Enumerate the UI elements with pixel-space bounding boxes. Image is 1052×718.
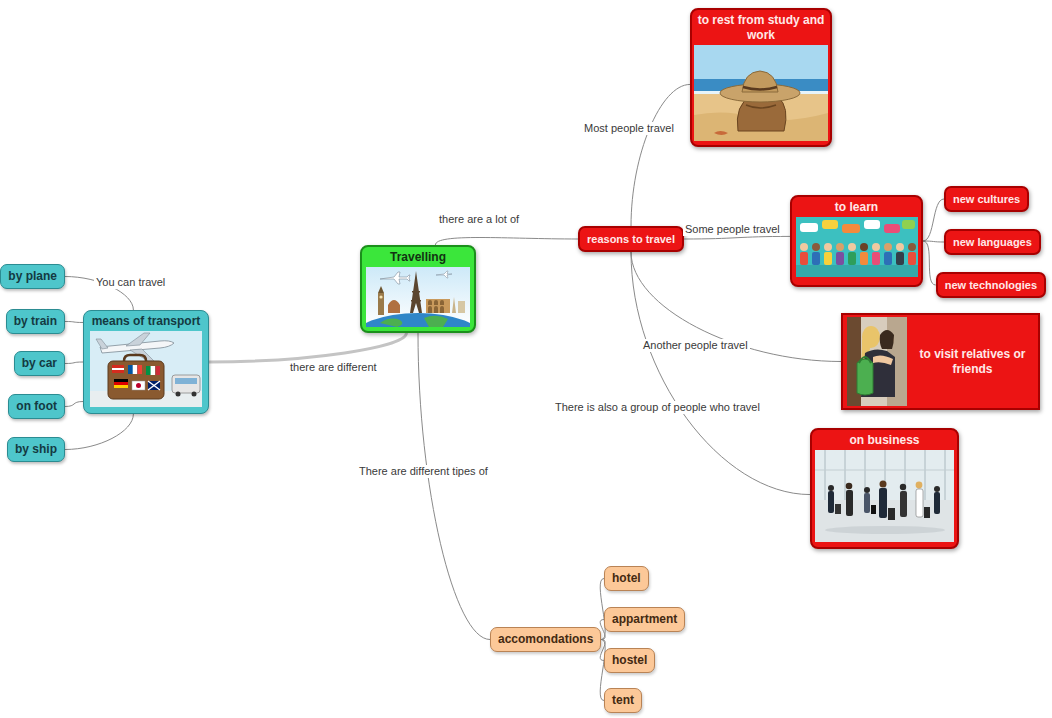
- node-text: to learn: [796, 200, 917, 215]
- node-text: new languages: [953, 235, 1032, 249]
- edge-label: there are a lot of: [437, 213, 521, 226]
- edge-label: Some people travel: [683, 223, 782, 236]
- leaf-pill: new technologies: [936, 272, 1046, 298]
- connector: [65, 321, 83, 323]
- central-topic: Travelling: [360, 245, 476, 333]
- node-text: on foot: [16, 399, 57, 414]
- node-text: appartment: [612, 612, 677, 627]
- reason-box: on business: [810, 428, 959, 549]
- node-text: on business: [816, 433, 953, 448]
- branch-box: means of transport: [83, 310, 209, 414]
- connector: [923, 199, 944, 241]
- node-text: means of transport: [88, 314, 204, 329]
- connector: [435, 238, 578, 246]
- edge-label: There is also a group of people who trav…: [553, 401, 762, 414]
- hug-illustration: [847, 317, 907, 406]
- branch-pill: accomondations: [490, 627, 601, 652]
- node-text: Travelling: [366, 250, 470, 265]
- edge-label: Another people travel: [641, 339, 750, 352]
- connector: [631, 252, 810, 495]
- beach-illustration: [694, 45, 828, 141]
- transport-illustration: [90, 331, 202, 407]
- node-text: by train: [14, 314, 57, 329]
- node-text: new cultures: [953, 192, 1020, 206]
- leaf-pill: tent: [604, 688, 642, 713]
- leaf-pill: new languages: [944, 229, 1041, 255]
- connector: [209, 333, 406, 362]
- node-text: by car: [22, 356, 57, 371]
- leaf-pill: hostel: [604, 648, 655, 673]
- connector: [684, 236, 790, 239]
- node-text: to rest from study and work: [696, 13, 826, 43]
- people-illustration: [796, 217, 918, 277]
- node-text: new technologies: [945, 278, 1037, 292]
- leaf-pill: hotel: [604, 566, 649, 591]
- connector: [65, 362, 83, 364]
- reason-box: to rest from study and work: [690, 8, 832, 147]
- node-text: tent: [612, 693, 634, 708]
- connector: [923, 241, 936, 285]
- airport-illustration: [815, 450, 954, 542]
- connector: [418, 333, 490, 640]
- connector: [65, 414, 133, 450]
- leaf-pill: new cultures: [944, 186, 1029, 212]
- edge-label: There are different tipes of: [357, 465, 490, 478]
- branch-pill: reasons to travel: [578, 226, 684, 252]
- node-text: reasons to travel: [587, 232, 675, 246]
- node-text: hotel: [612, 571, 641, 586]
- node-text: to visit relatives or friends: [915, 347, 1030, 377]
- leaf-pill: by ship: [7, 437, 65, 462]
- travel-illustration: [366, 267, 470, 327]
- node-text: accomondations: [498, 632, 593, 647]
- node-text: hostel: [612, 653, 647, 668]
- node-text: by plane: [8, 269, 57, 284]
- leaf-pill: by train: [6, 309, 65, 334]
- edge-label: there are different: [288, 361, 379, 374]
- leaf-pill: by plane: [0, 264, 65, 289]
- connector: [631, 84, 690, 226]
- connector: [65, 402, 83, 407]
- reason-box: to visit relatives or friends: [841, 313, 1040, 410]
- leaf-pill: on foot: [8, 394, 65, 419]
- node-text: by ship: [15, 442, 57, 457]
- leaf-pill: by car: [14, 351, 65, 376]
- edge-label: Most people travel: [582, 122, 676, 135]
- reason-box: to learn: [790, 195, 923, 287]
- edge-label: You can travel: [94, 276, 167, 289]
- leaf-pill: appartment: [604, 607, 685, 632]
